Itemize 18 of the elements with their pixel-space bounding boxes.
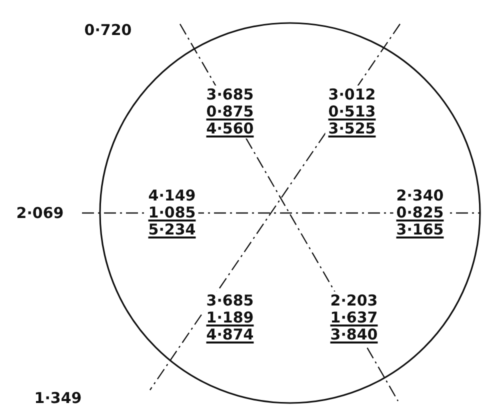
number-label: 3·840	[330, 326, 378, 344]
number-label: 3·165	[396, 222, 444, 238]
number-label: 3·685	[206, 292, 254, 310]
number-label: 1·637	[330, 310, 378, 326]
number-label: 5·234	[148, 222, 196, 238]
number-label: 4·560	[206, 120, 254, 138]
number-label: 0·875	[206, 104, 254, 120]
number-label: 0·825	[396, 204, 444, 222]
number-label: 4·874	[206, 326, 254, 344]
number-label: 0·513	[328, 104, 376, 120]
number-label: 2·203	[330, 292, 378, 310]
number-label: 3·685	[206, 86, 254, 104]
number-label: 3·012	[328, 86, 376, 104]
number-label: 4·149	[148, 188, 196, 204]
number-label: 1·189	[206, 310, 254, 326]
number-label: 1·085	[148, 204, 196, 222]
number-label: 3·525	[328, 120, 376, 138]
number-label: 2·340	[396, 188, 444, 204]
